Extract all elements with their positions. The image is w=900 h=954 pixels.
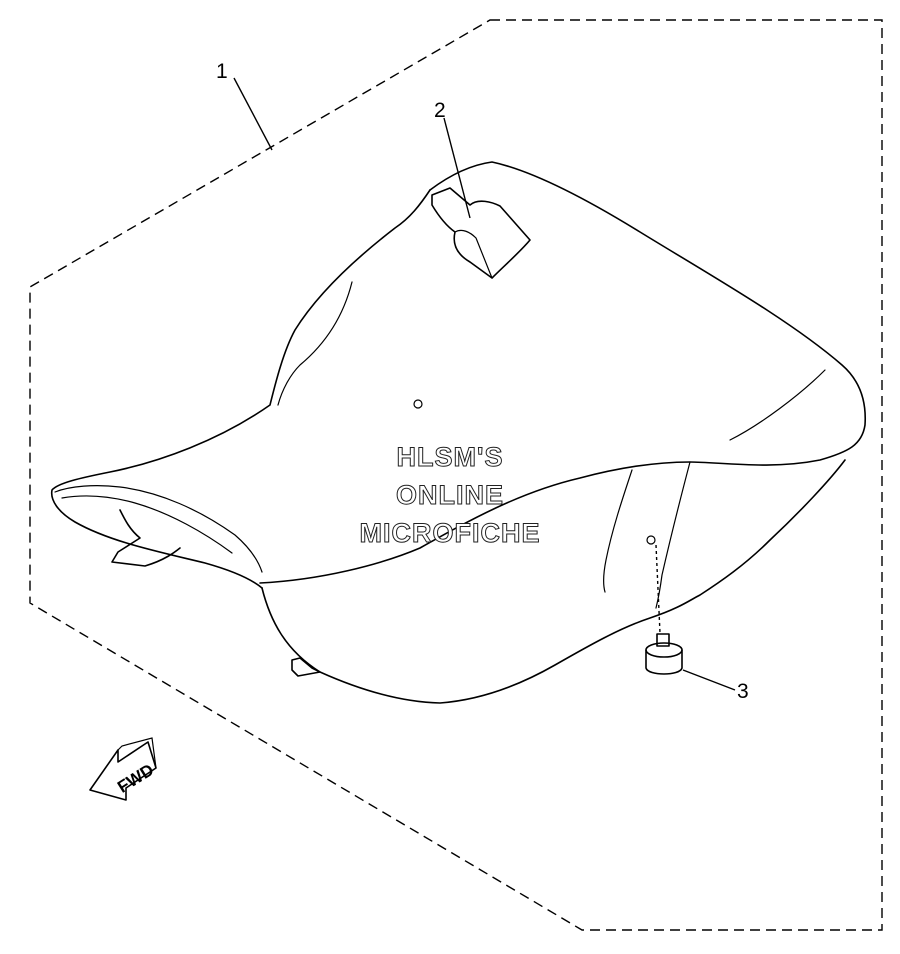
watermark-line-1: HLSM'S — [397, 442, 504, 472]
seat-front-nose — [50, 189, 431, 589]
seat-underside-tab — [291, 657, 321, 677]
callout-3: 3 — [737, 680, 749, 703]
seat-front-lip-inner — [61, 495, 233, 554]
fwd-label: FWD — [114, 760, 157, 797]
callout-1: 1 — [216, 60, 228, 83]
callout-1-leader — [233, 77, 273, 151]
damper-top — [645, 642, 683, 658]
damper-part-3 — [645, 544, 683, 675]
callout-2: 2 — [434, 99, 446, 122]
seat-top-outline — [259, 161, 867, 584]
seat-front-lip — [54, 485, 263, 573]
mount-point-center — [413, 399, 423, 409]
callout-3-leader — [682, 669, 736, 691]
assembly-boundary-dashed — [29, 19, 883, 931]
damper-body — [645, 649, 683, 675]
seat-strap-fold — [454, 229, 493, 279]
seat-front-hook — [111, 509, 181, 567]
seat-rear-side-curve — [603, 469, 633, 593]
mount-point-rear — [646, 535, 656, 545]
seat-strap — [431, 187, 531, 279]
damper-stud — [656, 633, 670, 647]
fwd-arrow-shape — [89, 741, 157, 801]
fwd-arrow-shadow — [117, 737, 157, 769]
seat-assembly-drawing — [50, 161, 867, 704]
seat-rear-crease — [729, 369, 826, 441]
seat-rear-side-line — [655, 461, 691, 609]
fwd-arrow-icon: FWD — [89, 737, 157, 801]
seat-side-seam — [277, 281, 353, 406]
callout-2-leader — [443, 117, 471, 219]
seat-bottom-outline — [261, 459, 846, 704]
watermark-line-2: ONLINE — [396, 480, 504, 510]
damper-guide-dotted — [655, 544, 661, 634]
watermark-line-3: MICROFICHE — [360, 518, 541, 548]
